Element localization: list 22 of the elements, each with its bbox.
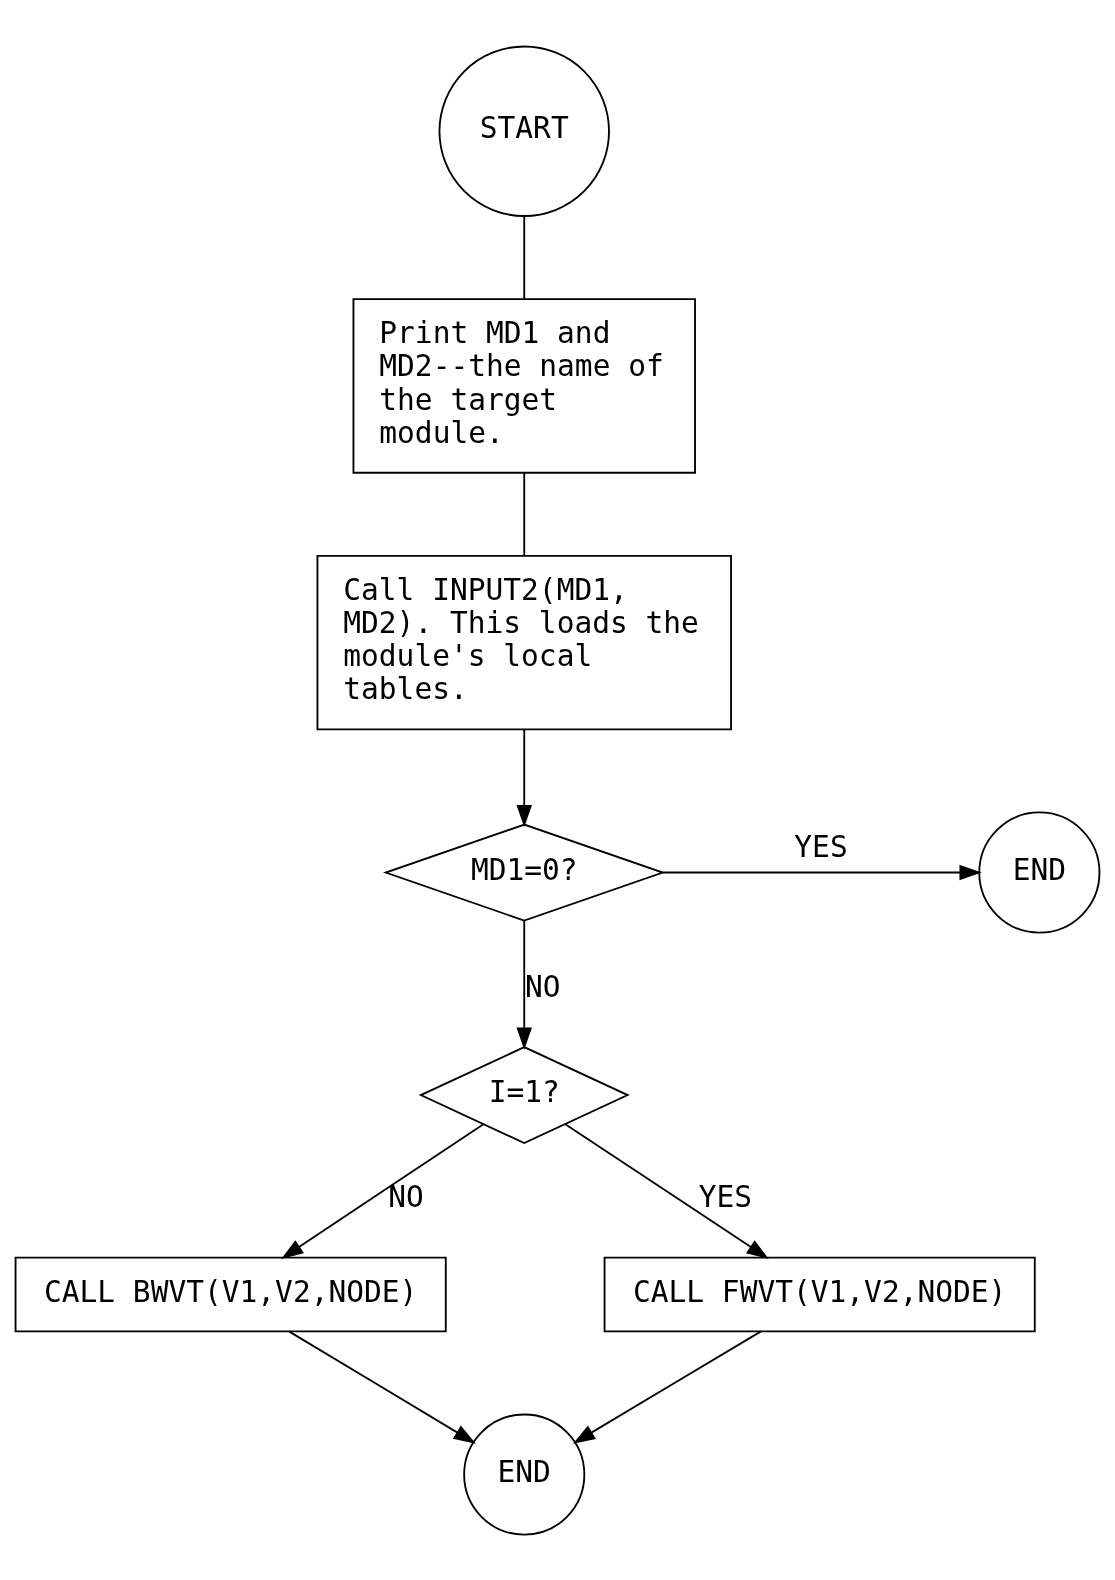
arrow — [662, 864, 982, 880]
arrow — [564, 1122, 769, 1259]
arrow — [572, 1330, 762, 1444]
arrow — [281, 1122, 485, 1259]
edge-label: NO — [524, 969, 561, 1004]
edge-label: YES — [794, 829, 848, 864]
edge-label: YES — [698, 1179, 753, 1214]
node-circle: END — [978, 811, 1101, 934]
arrow — [516, 728, 532, 827]
connector — [523, 215, 526, 300]
node-box: CALL BWVT(V1,V2,NODE) — [14, 1256, 447, 1332]
node-box: CALL FWVT(V1,V2,NODE) — [603, 1256, 1036, 1332]
node-box: Print MD1 and MD2--the name of the target module. — [352, 297, 696, 474]
node-circle: END — [463, 1413, 586, 1536]
node-diamond: I=1? — [418, 1045, 630, 1144]
arrow — [516, 919, 532, 1050]
arrow — [288, 1330, 476, 1444]
edge-label: NO — [388, 1179, 424, 1214]
node-box: Call INPUT2(MD1, MD2). This loads the module's local tables. — [316, 554, 732, 730]
node-diamond: MD1=0? — [382, 823, 666, 922]
node-circle: START — [438, 45, 610, 217]
connector — [523, 471, 526, 557]
